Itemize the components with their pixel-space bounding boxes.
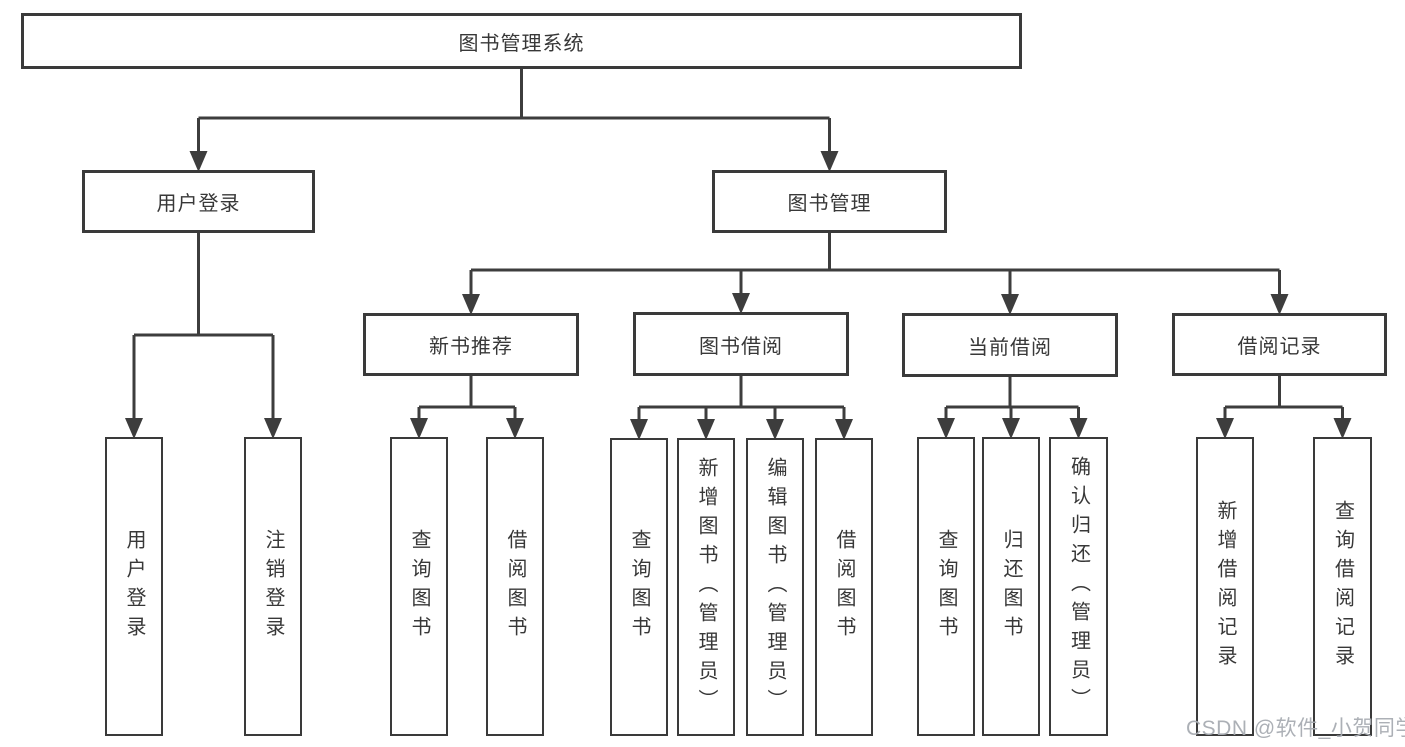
node-label: 新书推荐 xyxy=(429,336,513,358)
arrowhead-icon xyxy=(766,419,784,440)
node-br-add-borrow-record: 新增借阅记录 xyxy=(1196,437,1254,736)
node-br-query-borrow-record: 查询借阅记录 xyxy=(1313,437,1372,736)
node-nb-query-books: 查询图书 xyxy=(390,437,448,736)
node-label: 新增图书（管理员） xyxy=(695,456,717,718)
arrowhead-icon xyxy=(189,151,208,172)
node-cb-query-books: 查询图书 xyxy=(917,437,975,736)
node-cb-return-books: 归还图书 xyxy=(982,437,1040,736)
arrowhead-icon xyxy=(820,151,839,172)
node-bb-edit-books-admin: 编辑图书（管理员） xyxy=(746,438,804,736)
node-label: 当前借阅 xyxy=(968,336,1052,359)
node-label: 确认归还（管理员） xyxy=(1067,456,1090,717)
arrowhead-icon xyxy=(1333,418,1352,439)
node-label: 图书借阅 xyxy=(699,335,783,358)
node-label: 借阅图书 xyxy=(833,529,855,645)
node-library-management-system: 图书管理系统 xyxy=(21,13,1022,69)
node-label: 查询图书 xyxy=(408,528,430,645)
arrowhead-icon xyxy=(410,418,428,439)
node-label: 新增借阅记录 xyxy=(1214,499,1236,674)
node-leaf-logout: 注销登录 xyxy=(244,437,302,736)
arrowhead-icon xyxy=(125,418,143,439)
node-label: 图书管理系统 xyxy=(458,32,585,55)
node-label: 查询图书 xyxy=(628,529,650,645)
node-current-borrowing: 当前借阅 xyxy=(902,313,1118,377)
arrowhead-icon xyxy=(264,418,282,439)
arrowhead-icon xyxy=(835,419,853,440)
node-book-management: 图书管理 xyxy=(712,170,947,233)
node-bb-borrow-books: 借阅图书 xyxy=(815,438,873,736)
node-label: 查询借阅记录 xyxy=(1331,499,1354,674)
node-label: 借阅记录 xyxy=(1237,336,1322,358)
node-label: 用户登录 xyxy=(156,193,241,215)
node-bb-query-books: 查询图书 xyxy=(610,438,668,736)
node-label: 用户登录 xyxy=(123,528,145,645)
arrowhead-icon xyxy=(1069,418,1088,439)
node-book-borrowing: 图书借阅 xyxy=(633,312,849,376)
arrowhead-icon xyxy=(1001,294,1019,315)
arrowhead-icon xyxy=(506,418,524,439)
arrowhead-icon xyxy=(732,293,750,314)
node-label: 查询图书 xyxy=(935,528,957,645)
arrowhead-icon xyxy=(1216,418,1234,439)
node-label: 归还图书 xyxy=(1000,528,1022,645)
node-bb-add-books-admin: 新增图书（管理员） xyxy=(677,438,735,736)
watermark: CSDN @软件_小贺同学 xyxy=(1186,717,1405,740)
arrowhead-icon xyxy=(630,419,648,440)
node-nb-borrow-books: 借阅图书 xyxy=(486,437,544,736)
node-label: 编辑图书（管理员） xyxy=(764,456,786,718)
arrowhead-icon xyxy=(937,418,955,439)
node-label: 注销登录 xyxy=(262,528,284,645)
node-user-login: 用户登录 xyxy=(82,170,315,233)
arrowhead-icon xyxy=(462,294,480,315)
node-new-book-recommend: 新书推荐 xyxy=(363,313,579,376)
arrowhead-icon xyxy=(1002,418,1020,439)
node-cb-confirm-return-admin: 确认归还（管理员） xyxy=(1049,437,1108,736)
node-label: 借阅图书 xyxy=(504,528,526,645)
node-label: 图书管理 xyxy=(787,193,872,215)
arrowhead-icon xyxy=(697,419,715,440)
node-borrowing-records: 借阅记录 xyxy=(1172,313,1387,376)
arrowhead-icon xyxy=(1270,294,1289,315)
node-leaf-user-login: 用户登录 xyxy=(105,437,163,736)
